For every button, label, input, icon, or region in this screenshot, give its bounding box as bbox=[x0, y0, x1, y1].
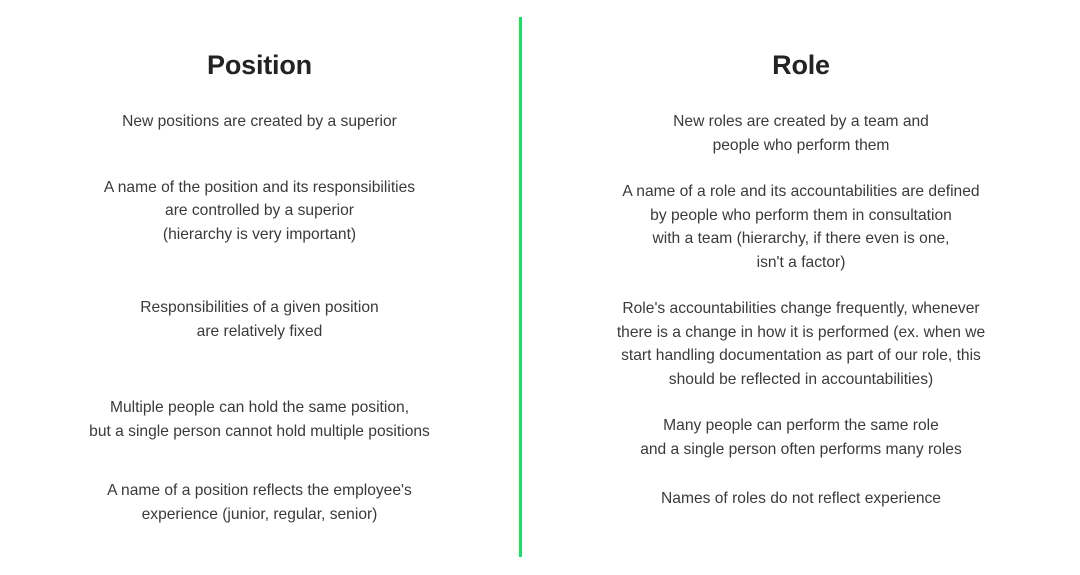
role-statement-3: Role's accountabilities change frequentl… bbox=[616, 300, 986, 388]
role-statement-5: Names of roles do not reflect experience bbox=[661, 490, 941, 507]
position-statement-1: New positions are created by a superior bbox=[122, 113, 397, 130]
position-statement-5: A name of a position reflects the employ… bbox=[107, 482, 412, 523]
position-statement-3: Responsibilities of a given position are… bbox=[140, 299, 379, 340]
column-role: Role New roles are created by a team and… bbox=[522, 0, 1080, 575]
column-position-title: Position bbox=[207, 50, 312, 80]
position-statement-4: Multiple people can hold the same positi… bbox=[89, 399, 430, 440]
column-role-blocks: New roles are created by a team and peop… bbox=[560, 110, 1042, 511]
role-statement-2: A name of a role and its accountabilitie… bbox=[622, 183, 980, 271]
column-position: Position New positions are created by a … bbox=[0, 0, 519, 575]
green-vertical-divider bbox=[519, 17, 522, 557]
column-position-blocks: New positions are created by a superior … bbox=[28, 110, 491, 526]
column-role-title: Role bbox=[772, 50, 830, 80]
role-statement-4: Many people can perform the same role an… bbox=[640, 417, 962, 458]
position-statement-2: A name of the position and its responsib… bbox=[103, 178, 416, 243]
role-statement-1: New roles are created by a team and peop… bbox=[673, 113, 929, 154]
